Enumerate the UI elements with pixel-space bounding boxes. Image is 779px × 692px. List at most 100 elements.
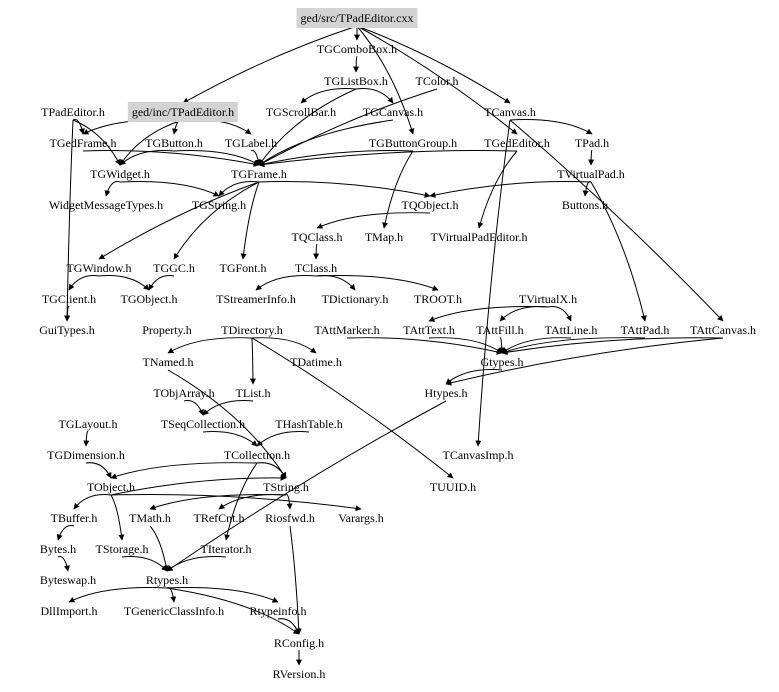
graph-node-TGButtonGroup[interactable]: TGButtonGroup.h	[368, 136, 458, 150]
edge-TGLayout-to-TGDimension	[83, 431, 90, 447]
graph-node-TDirectory[interactable]: TDirectory.h	[221, 323, 283, 337]
graph-node-TMap[interactable]: TMap.h	[364, 230, 404, 244]
graph-node-TSeqCollection[interactable]: TSeqCollection.h	[160, 417, 246, 431]
graph-node-TAttText[interactable]: TAttText.h	[403, 323, 455, 337]
graph-node-TString[interactable]: TString.h	[263, 480, 309, 494]
graph-node-Bytes[interactable]: Bytes.h	[39, 542, 77, 556]
edge-TVirtualPad-to-TQObject	[429, 181, 592, 198]
edge-TAttCanvas-to-Gtypes	[501, 337, 724, 356]
graph-node-DllImport[interactable]: DllImport.h	[40, 604, 98, 618]
graph-node-TPad[interactable]: TPad.h	[574, 136, 610, 150]
graph-node-TGLayout[interactable]: TGLayout.h	[58, 417, 118, 431]
edge-TCollection-to-TObject	[110, 462, 258, 480]
graph-node-Buttons[interactable]: Buttons.h	[561, 198, 609, 212]
graph-node-TCollection[interactable]: TCollection.h	[223, 448, 291, 462]
graph-node-TAttPad[interactable]: TAttPad.h	[620, 323, 670, 337]
graph-node-TAttFill[interactable]: TAttFill.h	[476, 323, 524, 337]
graph-node-TGDimension[interactable]: TGDimension.h	[47, 448, 125, 462]
graph-node-TGListBox[interactable]: TGListBox.h	[324, 74, 388, 88]
edge-TSeqCollection-to-TCollection	[202, 431, 258, 447]
graph-node-TAttCanvas[interactable]: TAttCanvas.h	[689, 323, 757, 337]
graph-node-TGString[interactable]: TGString.h	[191, 198, 247, 212]
graph-node-TObject[interactable]: TObject.h	[86, 480, 136, 494]
graph-node-TAttMarker[interactable]: TAttMarker.h	[314, 323, 380, 337]
edge-src-to-inc	[182, 25, 358, 104]
graph-node-TNamed[interactable]: TNamed.h	[142, 355, 194, 369]
edge-TGComboBox-to-TGListBox	[353, 56, 360, 73]
graph-node-TPadEditor[interactable]: TPadEditor.h	[41, 105, 105, 119]
edge-TGedEditor-to-TVirtualPadEditor	[477, 150, 518, 229]
graph-node-TGLabel[interactable]: TGLabel.h	[224, 136, 278, 150]
graph-node-Property[interactable]: Property.h	[142, 323, 192, 337]
graph-node-TObjArray[interactable]: TObjArray.h	[153, 386, 215, 400]
graph-node-inc[interactable]: ged/inc/TPadEditor.h	[127, 102, 239, 122]
graph-node-WidgetMessageTypes[interactable]: WidgetMessageTypes.h	[48, 198, 164, 212]
edge-TGWidget-to-WidgetMessageTypes	[104, 181, 121, 197]
graph-node-TGComboBox[interactable]: TGComboBox.h	[316, 42, 398, 56]
edge-THashTable-to-TCollection	[256, 431, 310, 447]
edge-TGClient-to-GuiTypes	[64, 306, 71, 322]
edge-TPad-to-TVirtualPad	[588, 150, 595, 166]
graph-node-TClass[interactable]: TClass.h	[294, 261, 338, 275]
graph-node-Byteswap[interactable]: Byteswap.h	[39, 573, 97, 587]
graph-node-TGFrame[interactable]: TGFrame.h	[231, 167, 287, 181]
edge-TVirtualPad-to-TAttPad	[590, 181, 647, 322]
graph-node-TBuffer[interactable]: TBuffer.h	[50, 511, 98, 525]
graph-node-TRefCnt[interactable]: TRefCnt.h	[193, 511, 245, 525]
edge-TQClass-to-TClass	[313, 244, 320, 260]
graph-node-TGObject[interactable]: TGObject.h	[120, 292, 178, 306]
graph-node-TColor[interactable]: TColor.h	[415, 74, 459, 88]
edge-TVirtualPad-to-Buttons	[582, 181, 592, 197]
edge-Rtypes-to-Rtypeinfo	[166, 587, 279, 603]
graph-node-TQObject[interactable]: TQObject.h	[401, 198, 459, 212]
graph-node-TStorage[interactable]: TStorage.h	[95, 542, 149, 556]
graph-node-TGButton[interactable]: TGButton.h	[145, 136, 203, 150]
graph-node-Varargs[interactable]: Varargs.h	[338, 511, 384, 525]
graph-node-Riosfwd[interactable]: Riosfwd.h	[265, 511, 315, 525]
graph-node-TGFont[interactable]: TGFont.h	[219, 261, 267, 275]
graph-node-Htypes[interactable]: Htypes.h	[424, 386, 468, 400]
graph-node-TList[interactable]: TList.h	[235, 386, 271, 400]
graph-node-TGedEditor[interactable]: TGedEditor.h	[484, 136, 550, 150]
graph-node-TGCanvas[interactable]: TGCanvas.h	[362, 105, 424, 119]
graph-node-TGWidget[interactable]: TGWidget.h	[90, 167, 150, 181]
graph-node-TDictionary[interactable]: TDictionary.h	[321, 292, 389, 306]
edge-TObject-to-Varargs	[110, 494, 362, 512]
graph-node-TVirtualPadEditor[interactable]: TVirtualPadEditor.h	[430, 230, 528, 244]
graph-node-TAttLine[interactable]: TAttLine.h	[544, 323, 598, 337]
graph-node-TGGC[interactable]: TGGC.h	[153, 261, 195, 275]
edge-TObject-to-TString	[110, 474, 287, 496]
edge-TDirectory-to-TUUID	[251, 337, 454, 479]
graph-node-THashTable[interactable]: THashTable.h	[275, 417, 343, 431]
edge-TPadEditor-to-GuiTypes	[64, 119, 74, 322]
graph-node-TQClass[interactable]: TQClass.h	[291, 230, 343, 244]
graph-node-RVersion[interactable]: RVersion.h	[272, 667, 326, 681]
graph-node-GuiTypes[interactable]: GuiTypes.h	[39, 323, 95, 337]
graph-node-src[interactable]: ged/src/TPadEditor.cxx	[296, 8, 418, 28]
graph-node-Rtypeinfo[interactable]: Rtypeinfo.h	[249, 604, 307, 618]
edge-TList-to-TSeqCollection	[202, 400, 254, 416]
edge-TGFrame-to-TGString	[218, 181, 260, 197]
graph-node-TGClient[interactable]: TGClient.h	[41, 292, 97, 306]
graph-node-TMath[interactable]: TMath.h	[129, 511, 171, 525]
graph-node-TUUID[interactable]: TUUID.h	[429, 480, 477, 494]
graph-node-TCanvasImp[interactable]: TCanvasImp.h	[442, 448, 514, 462]
graph-node-TIterator[interactable]: TIterator.h	[200, 542, 252, 556]
graph-node-TVirtualPad[interactable]: TVirtualPad.h	[557, 167, 625, 181]
graph-node-TROOT[interactable]: TROOT.h	[413, 292, 463, 306]
graph-node-TGenericClassInfo[interactable]: TGenericClassInfo.h	[123, 604, 225, 618]
graph-node-Gtypes[interactable]: Gtypes.h	[480, 355, 524, 369]
graph-node-TGScrollBar[interactable]: TGScrollBar.h	[265, 105, 337, 119]
edge-TGListBox-to-TGScrollBar	[300, 88, 357, 104]
graph-node-TVirtualX[interactable]: TVirtualX.h	[518, 292, 578, 306]
graph-node-TDatime[interactable]: TDatime.h	[290, 355, 342, 369]
graph-node-TStreamerInfo[interactable]: TStreamerInfo.h	[216, 292, 296, 306]
graph-node-TGedFrame[interactable]: TGedFrame.h	[49, 136, 117, 150]
graph-node-RConfig[interactable]: RConfig.h	[273, 636, 325, 650]
edge-TGWindow-to-TGObject	[98, 275, 150, 291]
edge-TDirectory-to-TDatime	[251, 337, 317, 354]
graph-node-TCanvas[interactable]: TCanvas.h	[484, 105, 536, 119]
graph-node-TGWindow[interactable]: TGWindow.h	[66, 261, 132, 275]
graph-node-Rtypes[interactable]: Rtypes.h	[145, 573, 189, 587]
